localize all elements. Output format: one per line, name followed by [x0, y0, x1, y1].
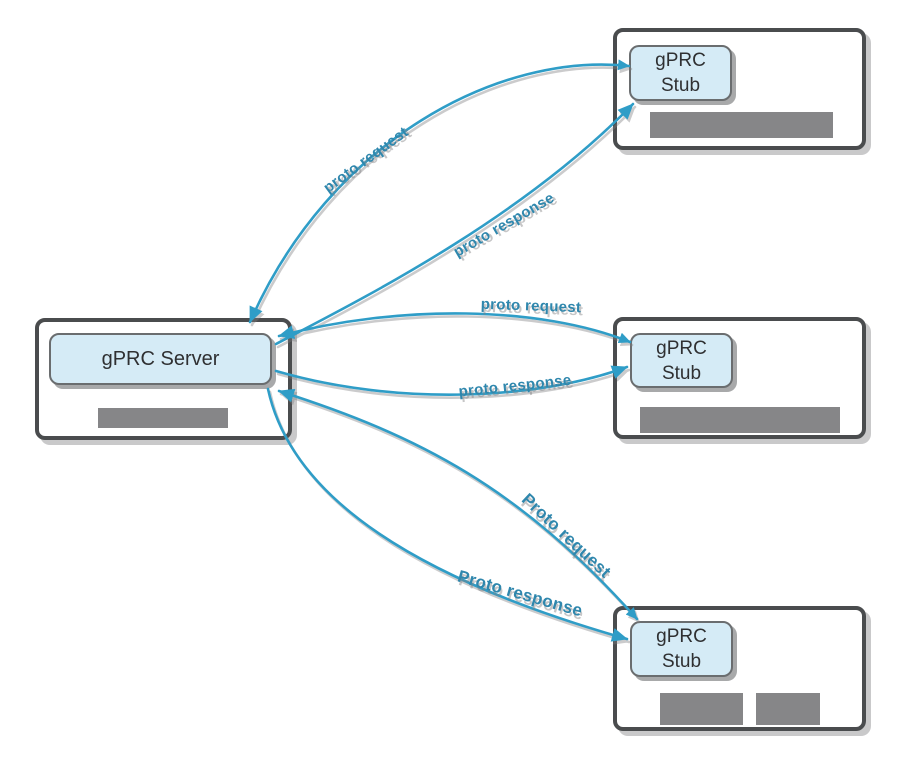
- edge-label-proto-response-bottom: Proto response: [455, 566, 585, 621]
- client-top-caption-redacted: [650, 112, 833, 138]
- edge-proto-request-middle: [277, 312, 632, 344]
- server-container: gPRC Server: [35, 318, 292, 440]
- edge-label-proto-request-top: proto request: [320, 123, 412, 197]
- stub-middle-label-line2: Stub: [661, 362, 702, 384]
- server-caption-redacted: [98, 408, 228, 428]
- edge-label-proto-request-middle: proto request: [480, 295, 582, 317]
- grpc-server-label: gPRC Server: [101, 347, 220, 370]
- client-middle-caption-redacted: [640, 407, 840, 433]
- client-container-bottom: gPRC Stub: [613, 606, 866, 731]
- edge-label-proto-response-top: proto response: [450, 189, 558, 261]
- client-bottom-caption-redacted: [660, 693, 820, 725]
- grpc-stub-node-top: gPRC Stub: [629, 45, 732, 101]
- client-container-middle: gPRC Stub: [613, 317, 866, 439]
- grpc-stub-node-bottom: gPRC Stub: [630, 621, 733, 677]
- stub-middle-label-line1: gPRC: [656, 337, 707, 359]
- client-container-top: gPRC Stub: [613, 28, 866, 150]
- stub-top-label-line2: Stub: [660, 75, 701, 96]
- stub-top-label-line1: gPRC: [655, 50, 706, 71]
- edge-proto-request-top: [248, 59, 631, 324]
- edge-proto-response-middle: [274, 365, 629, 396]
- stub-bottom-label-line2: Stub: [661, 651, 702, 672]
- stub-bottom-label-line1: gPRC: [656, 626, 707, 647]
- grpc-server-node: gPRC Server: [49, 333, 272, 385]
- grpc-stub-node-middle: gPRC Stub: [630, 333, 733, 388]
- edge-label-proto-response-middle: proto response: [457, 371, 573, 401]
- edge-label-proto-request-bottom: Proto request: [518, 489, 615, 582]
